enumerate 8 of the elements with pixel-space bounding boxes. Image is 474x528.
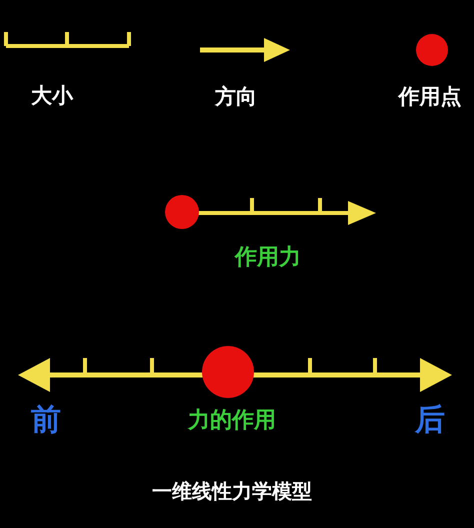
front-label: 前 xyxy=(31,404,61,436)
direction-label: 方向 xyxy=(215,85,257,109)
back-label: 后 xyxy=(415,404,445,436)
force-label: 作用力 xyxy=(235,246,301,270)
point-label: 作用点 xyxy=(398,85,462,109)
effect-label: 力的作用 xyxy=(188,408,276,434)
magnitude-label: 大小 xyxy=(31,84,73,108)
caption: 一维线性力学模型 xyxy=(152,480,312,502)
